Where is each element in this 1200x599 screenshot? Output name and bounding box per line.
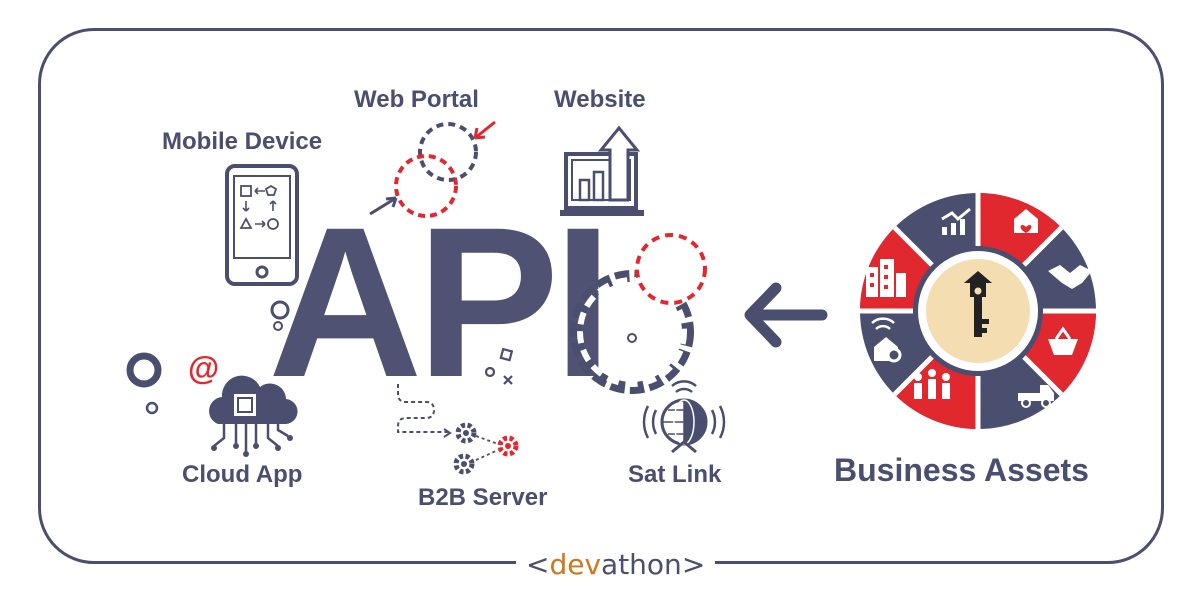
b2b-server-icon (397, 384, 519, 475)
footer: <devathon> (0, 547, 1200, 583)
web-portal-label: Web Portal (354, 86, 479, 113)
mobile-device-icon (225, 164, 299, 286)
sat-link-icon (642, 380, 726, 454)
decorative-circles (126, 352, 162, 415)
cloud-app-icon (209, 375, 298, 457)
api-title: API (268, 183, 613, 422)
mobile-device-label: Mobile Device (162, 128, 323, 155)
cloud-app-label: Cloud App (182, 461, 303, 488)
orbit-ring-graphic (570, 233, 707, 394)
at-symbol-icon: @ (188, 350, 220, 386)
website-label: Website (554, 86, 646, 113)
website-laptop-icon (560, 125, 644, 216)
devathon-logo: <devathon> (516, 547, 716, 583)
decorative-shapes-icon (484, 347, 514, 385)
decorative-small-circles (270, 300, 290, 331)
business-assets-wheel (860, 193, 1096, 429)
arrow-left-icon (744, 282, 828, 348)
b2b-server-label: B2B Server (418, 484, 548, 511)
web-portal-icon (369, 120, 496, 218)
sat-link-label: Sat Link (628, 461, 722, 488)
business-assets-label: Business Assets (834, 452, 1089, 488)
